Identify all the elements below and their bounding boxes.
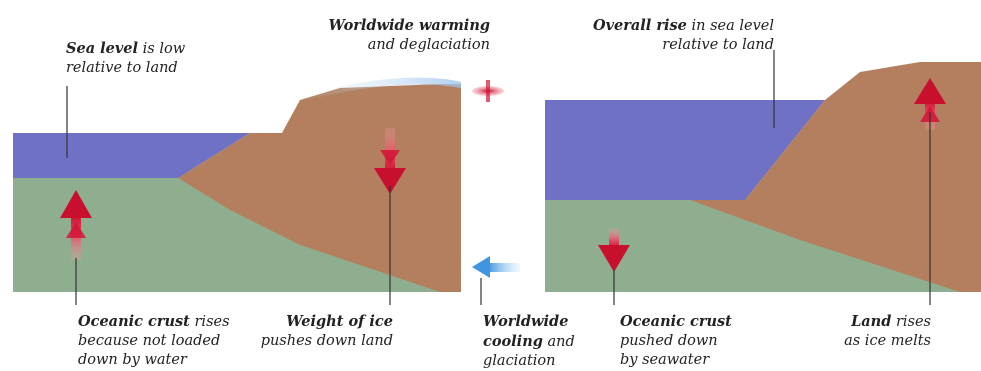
label-oceanic-crust-pushed: Oceanic crust pushed down by seawater [620, 313, 732, 368]
label-sea-level-low: Sea level is low relative to land [66, 40, 186, 76]
right-panel [545, 62, 981, 292]
label-worldwide-warming: Worldwide warming and deglaciation [328, 17, 490, 53]
arrow-cooling [472, 256, 520, 278]
right-land [690, 62, 981, 292]
label-oceanic-crust-rises: Oceanic crust rises because not loaded d… [78, 313, 230, 368]
warming-indicator [472, 80, 504, 102]
label-overall-rise: Overall rise in sea level relative to la… [592, 17, 774, 53]
ice-cap [300, 77, 461, 102]
arrow-ice-weight [374, 128, 406, 194]
arrow-crust-pushed [598, 228, 630, 272]
label-land-rises: Land rises as ice melts [844, 313, 931, 349]
label-weight-of-ice: Weight of ice pushes down land [260, 313, 393, 349]
arrow-crust-rises [60, 190, 92, 260]
left-crust-wedge [13, 178, 440, 292]
right-sea [545, 100, 825, 200]
left-sea [13, 133, 250, 178]
label-worldwide-cooling: Worldwide cooling and glaciation [483, 313, 575, 369]
